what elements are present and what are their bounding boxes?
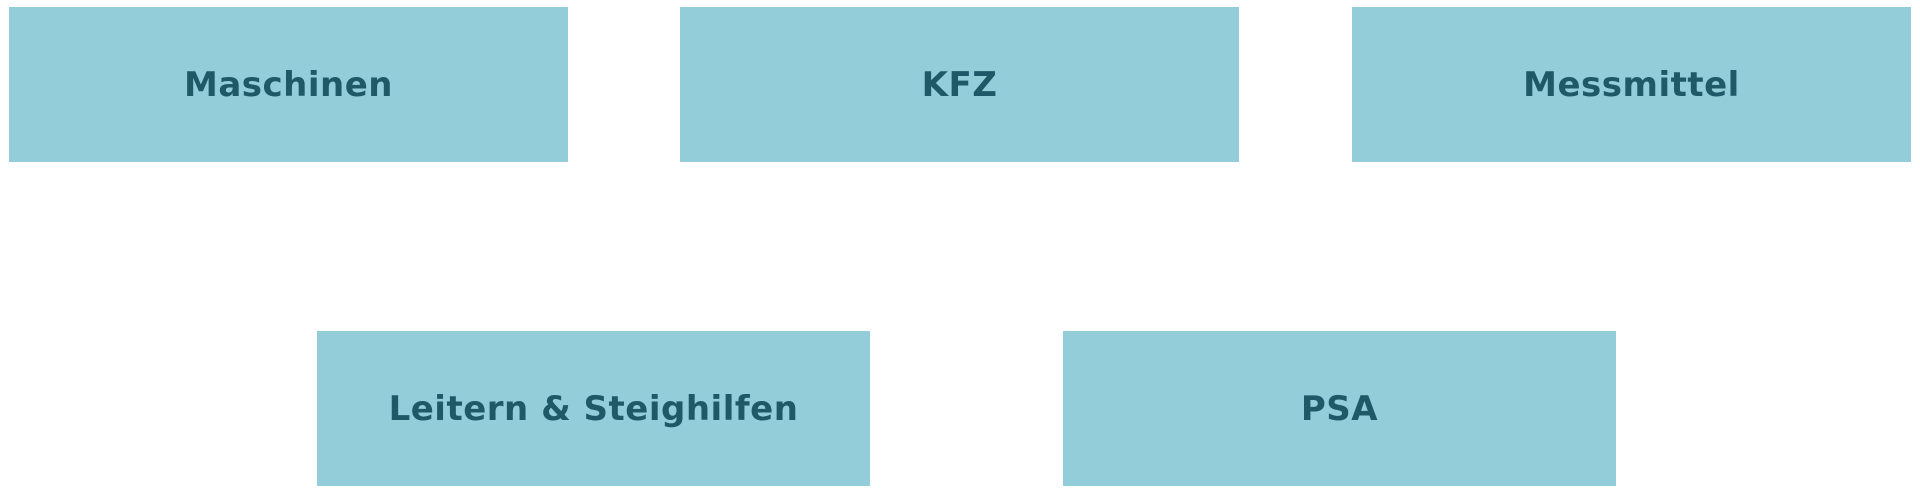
category-tile-maschinen[interactable]: Maschinen bbox=[9, 7, 568, 162]
category-tile-psa[interactable]: PSA bbox=[1063, 331, 1616, 486]
category-tile-leitern-steighilfen[interactable]: Leitern & Steighilfen bbox=[317, 331, 870, 486]
category-label-messmittel: Messmittel bbox=[1523, 64, 1740, 105]
category-tile-messmittel[interactable]: Messmittel bbox=[1352, 7, 1911, 162]
category-tile-kfz[interactable]: KFZ bbox=[680, 7, 1239, 162]
category-label-leitern-steighilfen: Leitern & Steighilfen bbox=[388, 388, 799, 429]
category-label-maschinen: Maschinen bbox=[184, 64, 393, 105]
category-label-kfz: KFZ bbox=[921, 64, 998, 105]
category-label-psa: PSA bbox=[1300, 388, 1379, 429]
